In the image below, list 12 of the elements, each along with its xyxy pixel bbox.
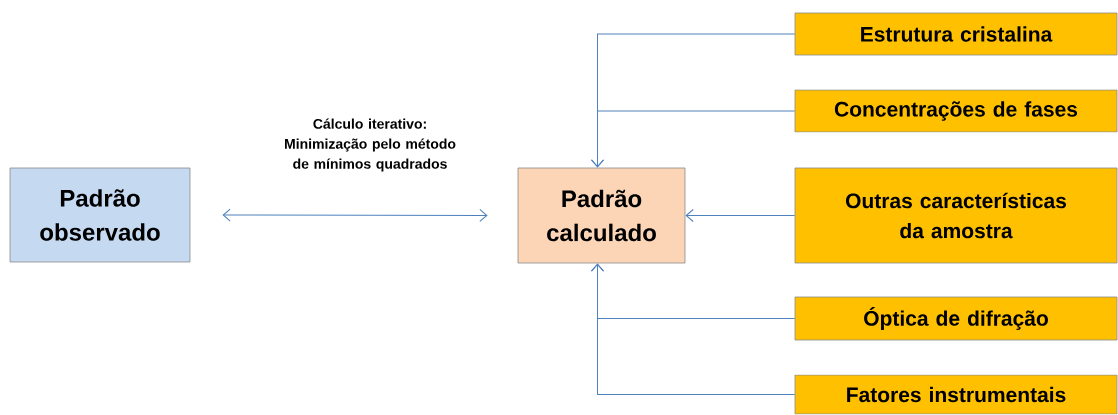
- input-box: Concentrações de fases: [794, 89, 1118, 133]
- input-box: Fatores instrumentais: [794, 374, 1118, 415]
- process-box: Padrão calculado: [517, 167, 686, 264]
- arrow: [685, 209, 796, 222]
- arrow: [591, 110, 796, 168]
- arrow: [222, 208, 488, 222]
- arrow: [591, 263, 796, 395]
- input-box: Outras características da amostra: [794, 167, 1118, 264]
- edge-label: Cálculo iterativo: Minimização pelo método de mínimos quadrados: [285, 118, 456, 172]
- input-box: Óptica de difração: [794, 296, 1118, 341]
- process-box: Padrão observado: [9, 167, 191, 263]
- input-box: Estrutura cristalina: [794, 12, 1118, 56]
